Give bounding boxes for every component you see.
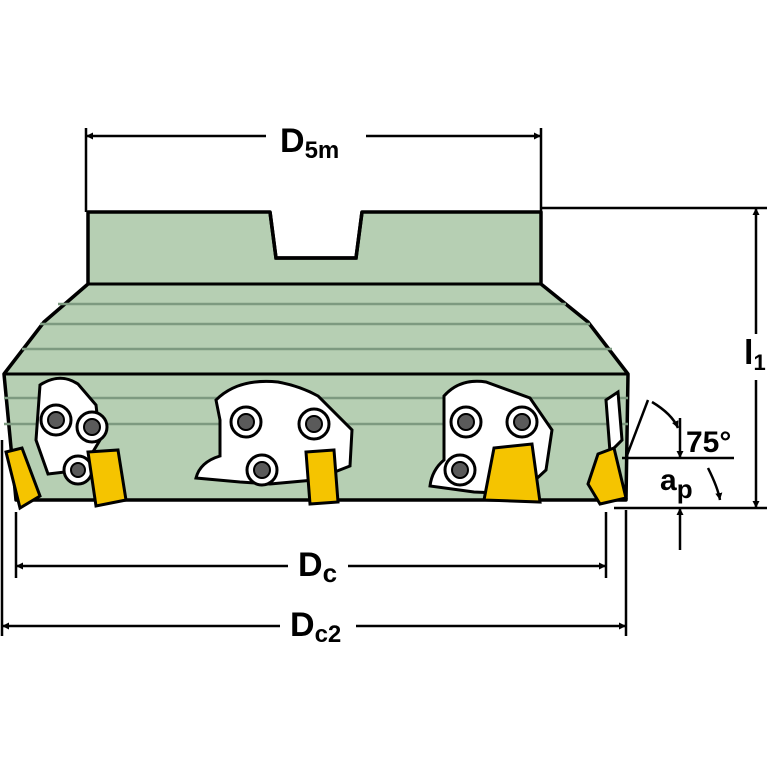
clamp-screw-head: [513, 413, 531, 431]
cutting-insert: [86, 448, 128, 508]
cutting-insert: [586, 445, 628, 506]
clamp-screw-head: [457, 413, 475, 431]
clamp-screw-head: [305, 415, 323, 433]
cutting-insert: [482, 442, 542, 504]
l1-label: l1: [744, 334, 766, 375]
ap-label: ap: [660, 464, 693, 504]
clamp-screw-head: [237, 413, 255, 431]
clamp-screw-head: [83, 418, 101, 436]
dimensions: [0, 128, 767, 636]
clamp-screw-head: [47, 411, 65, 429]
insert-screw-head: [451, 461, 469, 479]
insert-pocket-edge: [586, 389, 628, 506]
angle-reference-line: [624, 399, 650, 459]
angle-label: 75°: [686, 426, 731, 459]
angle-arc-bottom: [706, 467, 723, 501]
angle-arc-top: [651, 400, 680, 429]
cutting-insert: [4, 446, 42, 511]
d5m-label: D5m: [280, 122, 339, 164]
insert-pocket-center: [194, 379, 354, 506]
dc2-label: Dc2: [290, 606, 341, 648]
key-slot: [268, 211, 364, 260]
insert-pocket-right: [428, 379, 554, 504]
insert-screw-head: [70, 462, 86, 478]
dc-label: Dc: [298, 546, 337, 588]
cutting-insert: [304, 448, 340, 506]
insert-screw-head: [253, 461, 271, 479]
chip-pocket: [604, 389, 624, 456]
insert-pocket-left: [4, 376, 128, 511]
